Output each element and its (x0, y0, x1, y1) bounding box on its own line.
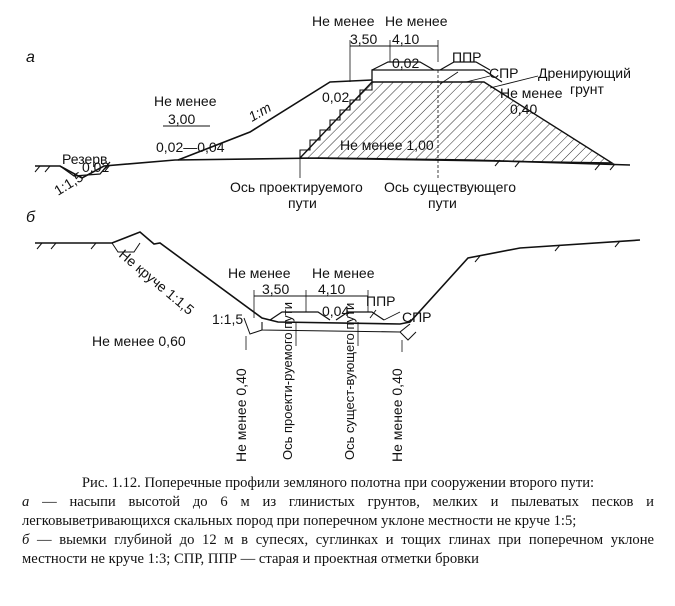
label-axis-design-b: Ось проекти-руемого пути (280, 302, 295, 460)
label-ppr-b: ППР (366, 293, 395, 309)
label-not-less-100: Не менее 1,00 (340, 137, 434, 153)
label-axis-exist1: Ось существующего (384, 179, 516, 195)
label-not-less-b2: Не менее (312, 265, 375, 281)
label-not-less-060: Не менее 0,60 (92, 333, 186, 349)
drainage-layer (371, 69, 503, 83)
label-slope115-b: 1:1,5 (212, 311, 243, 327)
caption-item-a: а — насыпи высотой до 6 м из глинистых г… (22, 493, 654, 531)
label-axis-design2: пути (288, 195, 317, 211)
subgrade-layer-b (261, 322, 411, 333)
label-drain2: грунт (570, 81, 604, 97)
label-not-less-1: Не менее (312, 13, 375, 29)
diagram-b: б (26, 209, 641, 462)
label-w350: 3,50 (350, 31, 377, 47)
existing-embankment (298, 81, 615, 164)
diagram-a: а (26, 13, 631, 211)
caption-item-a-letter: а (22, 494, 30, 510)
reserve-ditch (59, 161, 111, 177)
terrain-ticks-b (36, 240, 621, 263)
label-slope002-mid: 0,02 (322, 89, 349, 105)
label-w410: 4,10 (392, 31, 419, 47)
label-slope115-a: 1:1,5 (51, 168, 86, 198)
drain-leader-a (489, 75, 539, 89)
label-axis-exist-b: Ось сущест-вующего пути (342, 303, 357, 460)
caption-title: Рис. 1.12. Поперечные профили земляного … (81, 475, 595, 491)
ballast-prism-b (269, 311, 385, 321)
label-slope002-top: 0,02 (392, 55, 419, 71)
label-w350-b: 3,50 (262, 281, 289, 297)
label-not-less-left: Не менее (154, 93, 217, 109)
side-ditch-left (243, 317, 263, 335)
label-slope002-res: 0,02 (82, 159, 109, 175)
label-w410-b: 4,10 (318, 281, 345, 297)
label-not-less-right: Не менее (500, 85, 563, 101)
ground-ticks-a (34, 159, 616, 173)
figure-caption: Рис. 1.12. Поперечные профили земляного … (22, 474, 654, 569)
caption-item-b-letter: б (22, 532, 30, 548)
label-drain1: Дренирующий (538, 65, 631, 81)
caption-item-b: б — выемки глубиной до 12 м в супесях, с… (22, 531, 654, 569)
label-spr-b: СПР (402, 309, 432, 325)
diagram-a-letter: а (26, 49, 35, 66)
label-w300: 3,00 (168, 111, 195, 127)
label-v040-a: 0,40 (510, 101, 537, 117)
label-vert-right: Не менее 0,40 (389, 368, 405, 462)
diagram-b-letter: б (26, 209, 36, 226)
cross-section-figure: а (26, 13, 641, 462)
label-not-steeper: Не круче 1:1,5 (116, 246, 197, 318)
label-axis-exist2: пути (428, 195, 457, 211)
label-slope-range: 0,02—0,04 (156, 139, 225, 155)
spr-leader-b (383, 311, 401, 321)
upland-ditch (111, 242, 141, 253)
side-ditch-right (399, 331, 417, 341)
design-embankment (177, 79, 373, 161)
label-axis-design1: Ось проектируемого (230, 179, 363, 195)
benches (299, 82, 373, 158)
label-ppr-a: ППР (452, 49, 481, 65)
caption-item-b-text: — выемки глубиной до 12 м в супесях, суг… (22, 532, 654, 567)
label-slope-m: 1:m (246, 99, 275, 125)
label-vert-left: Не менее 0,40 (233, 368, 249, 462)
label-not-less-2: Не менее (385, 13, 448, 29)
ppr-leader-a (439, 71, 459, 85)
label-reserve: Резерв (62, 151, 107, 167)
label-spr-a: СПР (489, 65, 519, 81)
label-not-less-b1: Не менее (228, 265, 291, 281)
ballast-prism-a (371, 61, 491, 71)
caption-item-a-text: — насыпи высотой до 6 м из глинистых гру… (22, 494, 654, 529)
ppr-leader-b (369, 309, 377, 319)
spr-leader-a (465, 75, 491, 83)
label-v004: 0,04 (322, 303, 349, 319)
